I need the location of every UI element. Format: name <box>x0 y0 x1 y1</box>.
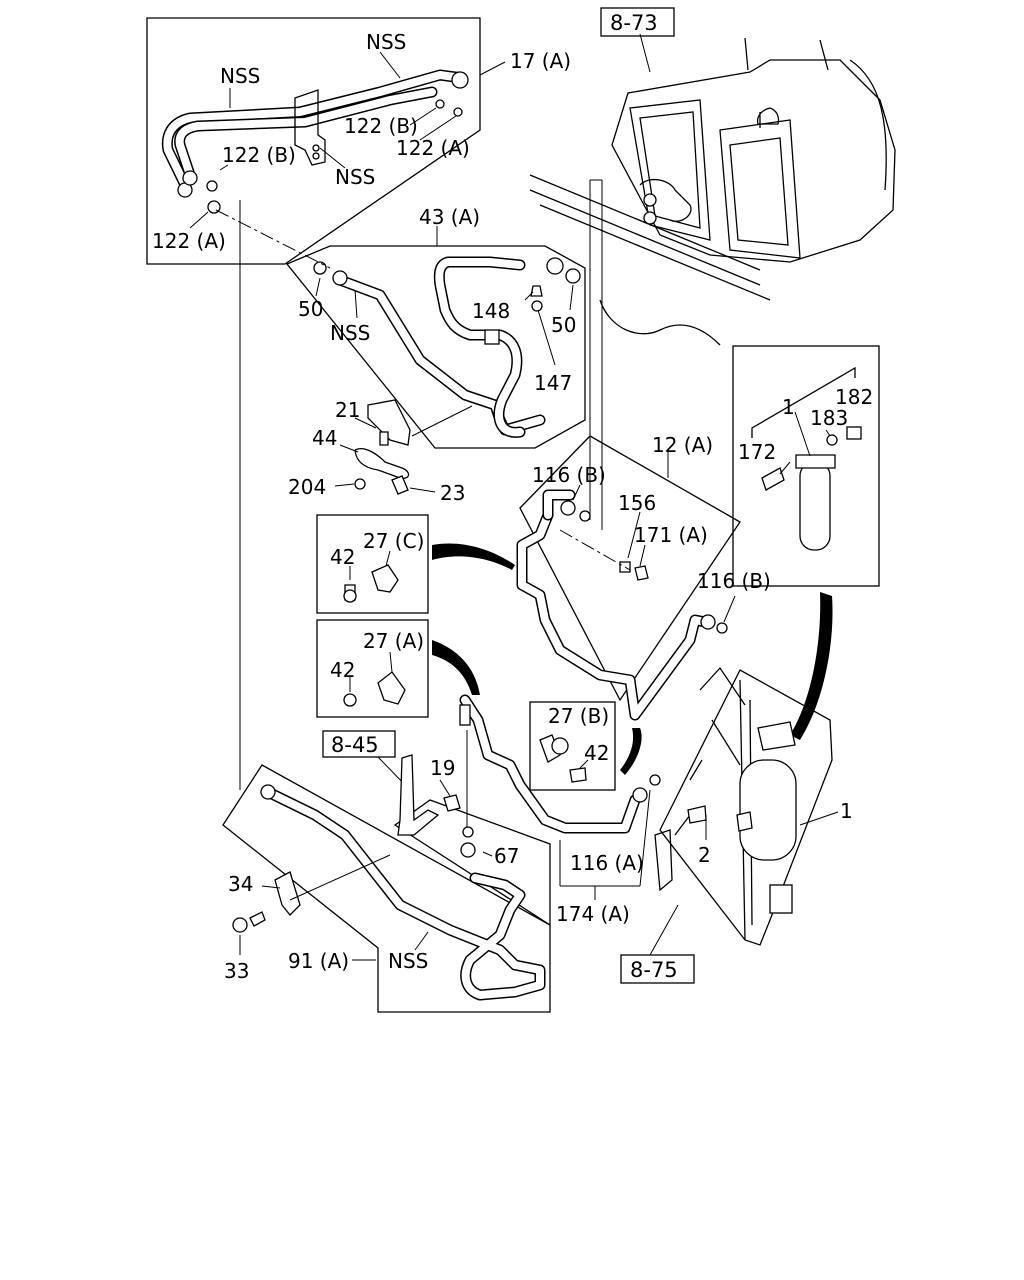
label-42-c: 42 <box>330 545 355 569</box>
label-43a: 43 (A) <box>419 205 480 229</box>
label-42-a: 42 <box>330 658 355 682</box>
label-50-right: 50 <box>551 313 576 337</box>
receiver-drier-detail <box>751 366 862 551</box>
clip-27b-detail <box>539 734 587 783</box>
label-174a: 174 (A) <box>556 902 630 926</box>
label-27a: 27 (A) <box>363 629 424 653</box>
ref-8-45: 8-45 <box>331 733 379 757</box>
clip-27c-detail <box>343 564 399 603</box>
ref-8-45-box <box>322 730 396 758</box>
label-171a: 171 (A) <box>634 523 708 547</box>
bracket-8-45 <box>397 754 461 836</box>
label-67: 67 <box>494 844 519 868</box>
ref-8-73-leader <box>639 33 651 73</box>
label-34: 34 <box>228 872 253 896</box>
label-116b-mid: 116 (B) <box>697 569 771 593</box>
callout-arrow-27c <box>432 543 515 570</box>
label-182: 182 <box>835 385 873 409</box>
ref-8-75: 8-75 <box>630 958 678 982</box>
clip-27a-detail <box>343 671 406 707</box>
label-122b-left: 122 (B) <box>222 143 296 167</box>
label-116a: 116 (A) <box>570 851 644 875</box>
label-183: 183 <box>810 406 848 430</box>
group-91a-frame <box>222 764 551 1013</box>
bracket-21 <box>354 399 411 495</box>
label-23: 23 <box>440 481 465 505</box>
clip-27a-detail-frame <box>316 619 429 718</box>
label-122b-top: 122 (B) <box>344 114 418 138</box>
pipe-assembly-43a <box>313 256 581 438</box>
label-nss-a: NSS <box>366 30 406 54</box>
ref-8-75-box <box>620 954 695 984</box>
label-nss-b: NSS <box>220 64 260 88</box>
callout-arrow-drier <box>790 592 833 740</box>
pipe-assembly-17a <box>161 69 469 214</box>
label-2: 2 <box>698 843 711 867</box>
label-1-right: 1 <box>840 799 853 823</box>
group-43a-frame <box>285 245 586 449</box>
label-1-top: 1 <box>782 395 795 419</box>
label-27c: 27 (C) <box>363 529 424 553</box>
label-nss-c: NSS <box>335 165 375 189</box>
label-91a: 91 (A) <box>288 949 349 973</box>
label-19: 19 <box>430 756 455 780</box>
label-172: 172 <box>738 440 776 464</box>
pipe-assembly-91a <box>232 784 546 1001</box>
label-148: 148 <box>472 299 510 323</box>
label-21: 21 <box>335 398 360 422</box>
condenser-8-75 <box>654 666 833 946</box>
ref-8-73-box <box>600 7 675 37</box>
group-12a-frame <box>519 435 741 702</box>
label-156: 156 <box>618 491 656 515</box>
upper-left-group-frame <box>146 17 481 265</box>
label-122a-top: 122 (A) <box>396 136 470 160</box>
label-nss-e: NSS <box>388 949 428 973</box>
label-12a: 12 (A) <box>652 433 713 457</box>
label-147: 147 <box>534 371 572 395</box>
clip-27b-detail-frame <box>529 701 616 791</box>
hvac-unit-8-73 <box>529 37 896 346</box>
group-174a-frame <box>393 799 551 927</box>
receiver-drier-detail-frame <box>732 345 880 587</box>
label-42-b: 42 <box>584 741 609 765</box>
label-44: 44 <box>312 426 337 450</box>
label-50-left: 50 <box>298 297 323 321</box>
clip-27c-detail-frame <box>316 514 429 614</box>
callout-arrow-27a <box>432 640 480 695</box>
label-204: 204 <box>288 475 326 499</box>
label-nss-d: NSS <box>330 321 370 345</box>
ref-8-73: 8-73 <box>610 11 658 35</box>
label-122a-left: 122 (A) <box>152 229 226 253</box>
callout-arrow-27b <box>620 728 642 775</box>
label-27b: 27 (B) <box>548 704 609 728</box>
label-116b-top: 116 (B) <box>532 463 606 487</box>
pipe-assembly-174a <box>459 694 661 834</box>
label-33: 33 <box>224 959 249 983</box>
label-17a: 17 (A) <box>510 49 571 73</box>
pipe-assembly-12a <box>516 489 728 721</box>
